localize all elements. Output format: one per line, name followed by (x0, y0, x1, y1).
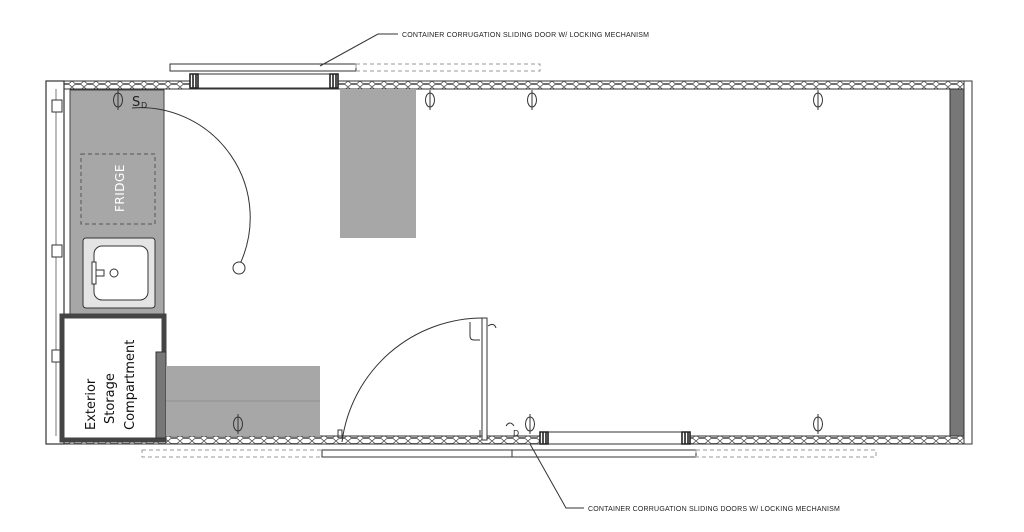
smoke-detector-d: D (141, 101, 147, 110)
smoke-detector-s: S (132, 95, 140, 110)
right-wall-outer (963, 80, 973, 445)
outlet-icon-3 (527, 90, 537, 110)
door-stop (232, 261, 246, 275)
callout-bottom-leader (529, 443, 584, 509)
fridge-outline (80, 153, 156, 225)
bottom-track-solid-left (321, 449, 513, 458)
sink-faucet-icon (91, 261, 105, 285)
bottom-sliding-doors (141, 431, 877, 458)
outlet-icon-4 (813, 90, 823, 110)
bottom-door-roller-left (539, 431, 549, 445)
entry-door-handle (469, 322, 480, 341)
storage-label-line1: Exterior (84, 378, 99, 430)
entry-threshold (337, 429, 481, 438)
smoke-detector-2-icon (505, 422, 515, 427)
sink-drain (109, 268, 119, 278)
top-door-track-dashed (355, 63, 541, 72)
outlet-icon-2 (425, 90, 435, 110)
top-sliding-door (169, 63, 541, 89)
callout-bottom-text: CONTAINER CORRUGATION SLIDING DOORS W/ L… (588, 506, 840, 513)
entry-door-stop (487, 323, 497, 329)
smoke-detector-2-d: D (513, 429, 519, 438)
outlet-icon-7 (813, 414, 823, 434)
kitchen-counter: FRIDGE (69, 89, 165, 317)
bed-block (340, 89, 416, 238)
storage-label-line2: Storage (103, 373, 118, 424)
top-door-roller-left (189, 73, 199, 89)
top-door-track-solid (169, 63, 357, 72)
left-wall-hinge-1 (51, 99, 63, 113)
callout-top-text: CONTAINER CORRUGATION SLIDING DOOR W/ LO… (402, 32, 649, 39)
bottom-door-roller-right (681, 431, 691, 445)
kitchen-door-swing (131, 107, 251, 265)
outlets (113, 90, 823, 434)
container-walls (45, 80, 973, 445)
entry-door-swing (341, 317, 485, 443)
right-wall (949, 88, 965, 437)
storage-label-line3: Compartment (123, 340, 138, 430)
storage-door-jamb (155, 351, 167, 439)
outlet-icon-6 (525, 414, 535, 434)
outlet-icon-5 (233, 414, 243, 434)
bottom-track-dashed-right (695, 449, 877, 458)
top-door-panel (189, 73, 339, 89)
storage-compartment: Exterior Storage Compartment (59, 313, 167, 443)
bottom-door-panel (539, 431, 691, 445)
bottom-track-solid-right (511, 449, 697, 458)
bottom-track-dashed-left (141, 449, 323, 458)
callout-top-leader (319, 33, 398, 67)
fridge-label: FRIDGE (113, 164, 127, 212)
top-door-roller-right (329, 73, 339, 89)
left-wall-hinge-2 (51, 244, 63, 258)
entry-door-leaf (481, 317, 488, 441)
storage-interior (66, 320, 160, 436)
outlet-icon-1 (113, 90, 123, 110)
